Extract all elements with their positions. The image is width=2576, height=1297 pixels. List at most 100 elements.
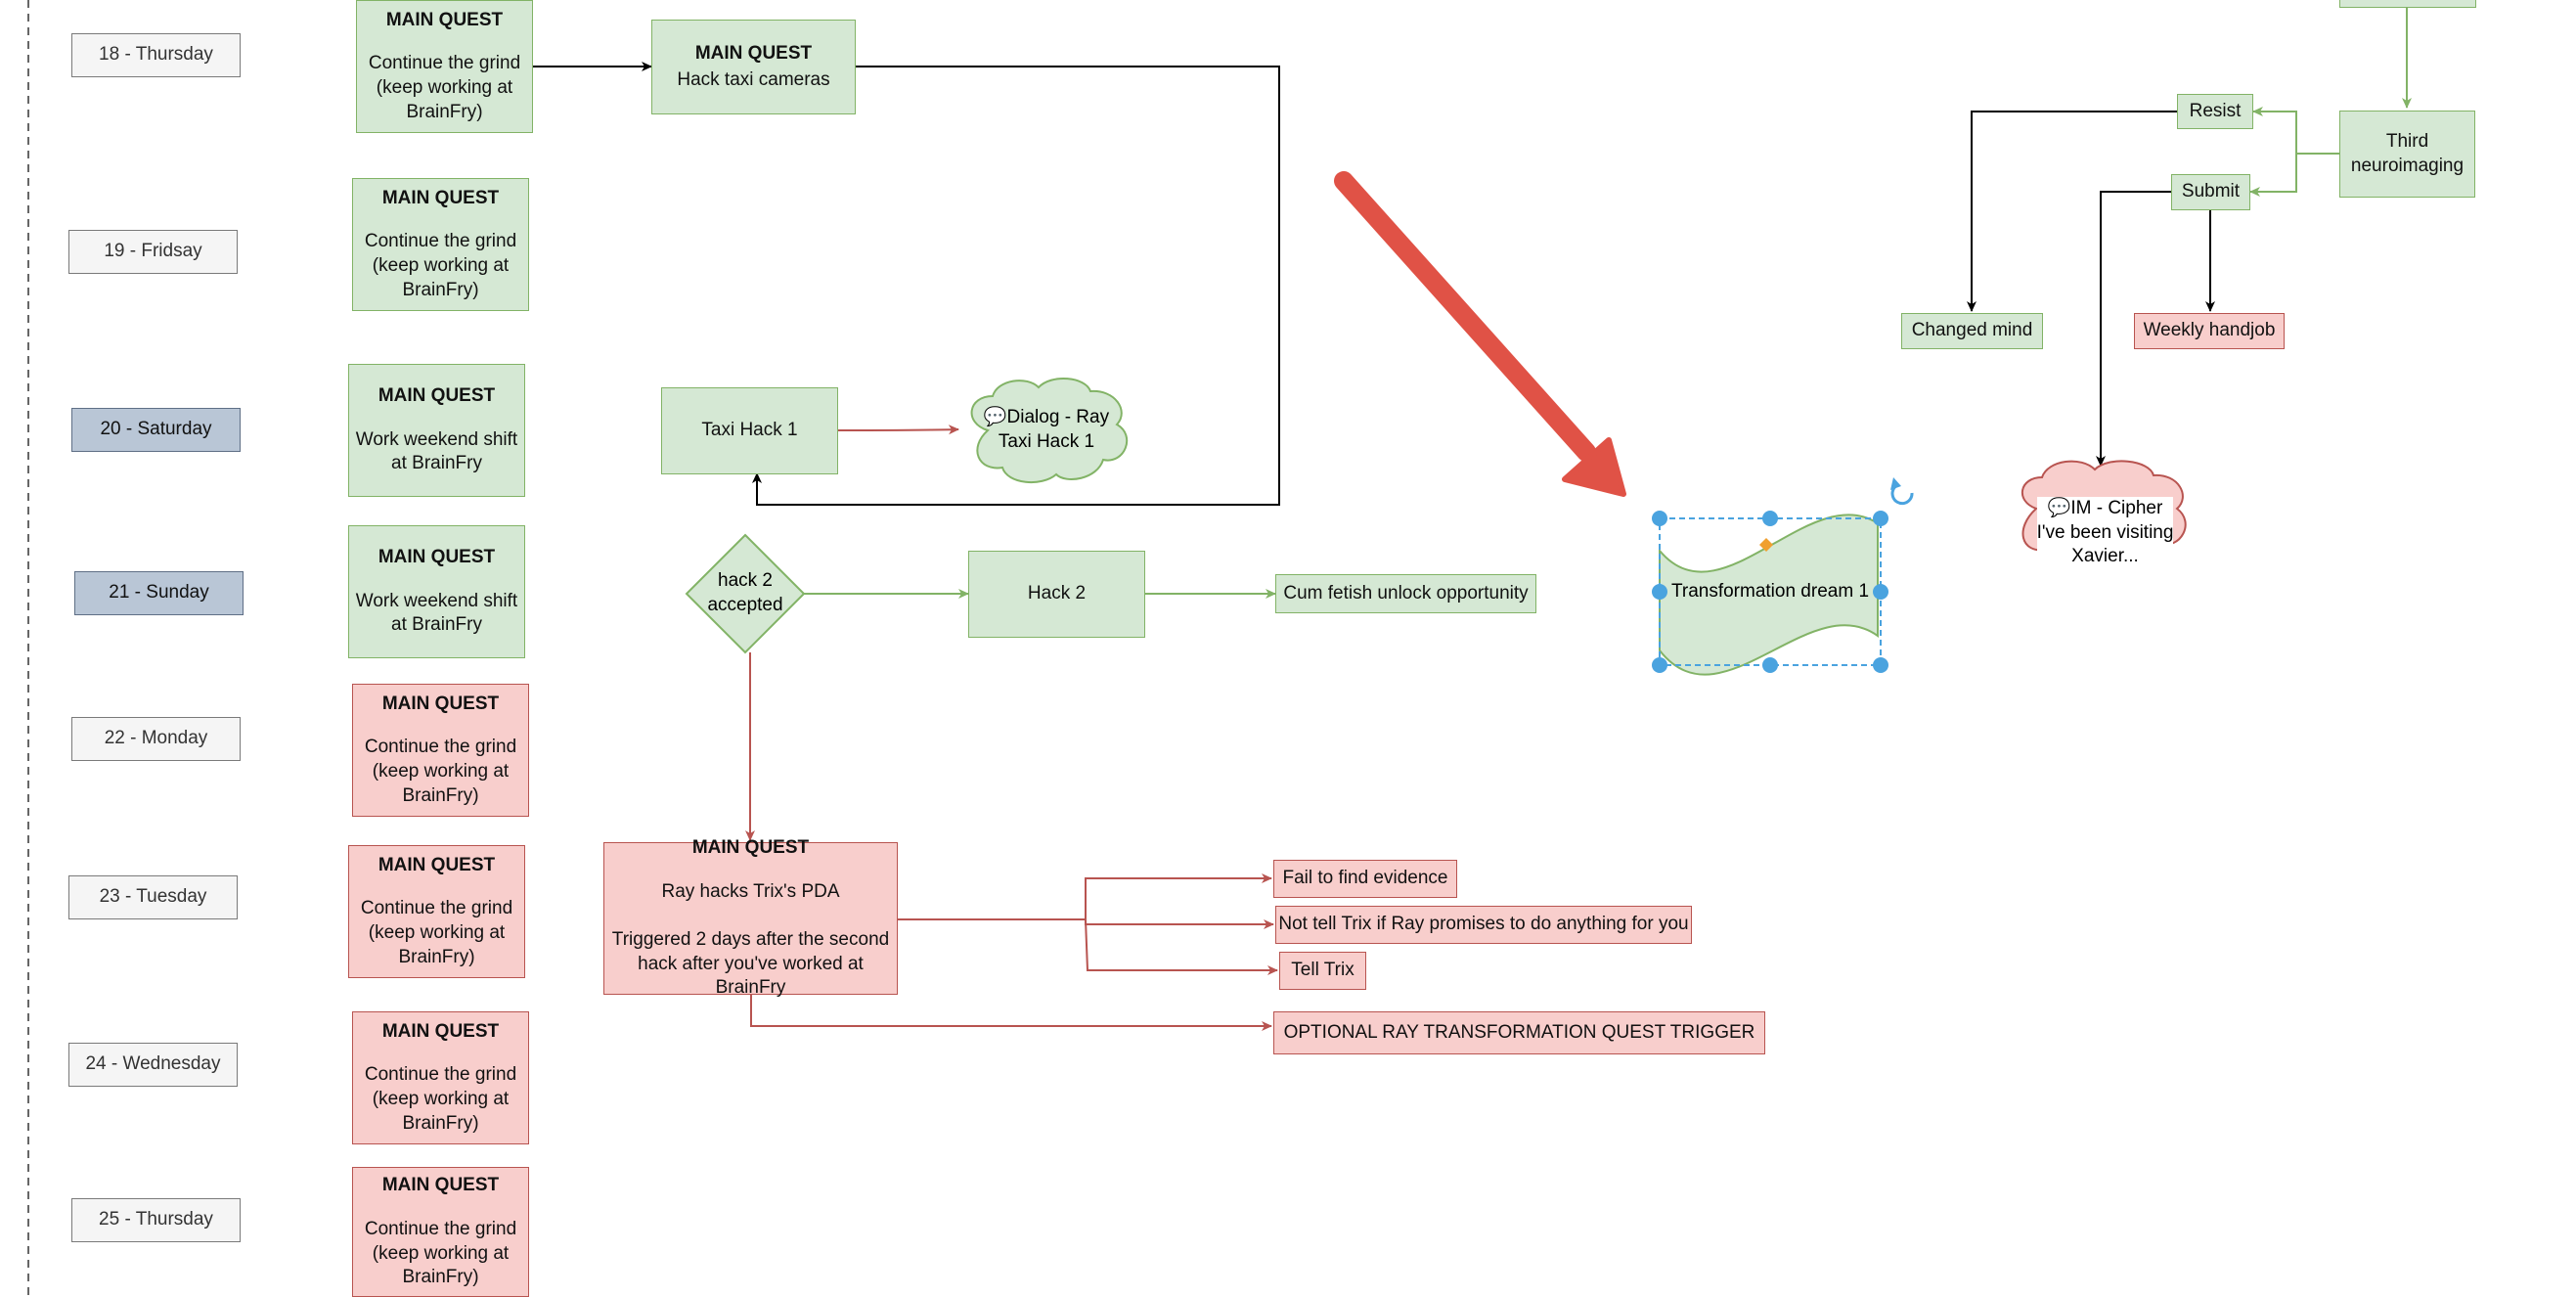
day-label-text: 21 - Sunday — [109, 582, 209, 604]
hack2-accepted-diamond[interactable] — [685, 533, 806, 654]
day-label-text: 20 - Saturday — [100, 419, 212, 440]
day-label-text: 23 - Tuesday — [99, 886, 207, 908]
day-label-25-thursday[interactable]: 25 - Thursday — [71, 1198, 241, 1242]
quest-title: MAIN QUEST — [694, 42, 813, 64]
selection-handle[interactable] — [1873, 511, 1888, 526]
selection-handle[interactable] — [1762, 657, 1778, 673]
day-label-20-saturday[interactable]: 20 - Saturday — [71, 408, 241, 452]
node-label: OPTIONAL RAY TRANSFORMATION QUEST TRIGGE… — [1283, 1021, 1755, 1043]
node-label: Third neuroimaging — [2350, 130, 2465, 176]
quest-body: Continue the grind (keep working at Brai… — [360, 898, 513, 967]
dialog-ray-cloud[interactable] — [970, 377, 1129, 484]
day-label-22-monday[interactable]: 22 - Monday — [71, 717, 241, 761]
dialog-ray-label: 💬Dialog - Ray Taxi Hack 1 — [968, 401, 1125, 460]
node-label: Cum fetish unlock opportunity — [1283, 582, 1529, 604]
node-label: 💬IM - Cipher I've been visiting Xavier..… — [2036, 496, 2174, 570]
edge-pda-to-optional-ray[interactable] — [750, 995, 1272, 1031]
edge-pda-to-not-tell-trix[interactable] — [1085, 919, 1274, 929]
main-quest-22[interactable]: MAIN QUEST Continue the grind (keep worki… — [352, 684, 529, 817]
quest-body: Continue the grind (keep working at Brai… — [364, 1064, 517, 1134]
day-label-24-wednesday[interactable]: 24 - Wednesday — [68, 1043, 238, 1087]
hack-2-node[interactable]: Hack 2 — [968, 551, 1145, 638]
quest-title: MAIN QUEST — [385, 9, 504, 30]
main-quest-25[interactable]: MAIN QUEST Continue the grind (keep worki… — [352, 1167, 529, 1297]
third-neuroimaging-node[interactable]: Third neuroimaging — [2339, 111, 2475, 198]
edge-third-neuro-to-submit[interactable] — [2249, 154, 2297, 197]
quest-body: Hack taxi cameras — [677, 68, 830, 90]
day-label-23-tuesday[interactable]: 23 - Tuesday — [68, 875, 238, 919]
selection-handle[interactable] — [1652, 584, 1667, 600]
quest-body: Continue the grind (keep working at Brai… — [364, 231, 517, 300]
cum-fetish-unlock-node[interactable]: Cum fetish unlock opportunity — [1275, 574, 1536, 613]
edge-hack-taxi-loop[interactable] — [752, 66, 1280, 506]
shape-adjust-handle[interactable] — [1759, 538, 1773, 552]
quest-body: Work weekend shift at BrainFry — [355, 590, 518, 636]
node-label: Changed mind — [1911, 320, 2033, 341]
main-quest-23[interactable]: MAIN QUEST Continue the grind (keep worki… — [348, 845, 525, 978]
resist-node[interactable]: Resist — [2177, 94, 2253, 129]
quest-body: Continue the grind (keep working at Brai… — [364, 1218, 517, 1288]
quest-body: Ray hacks Trix's PDA Triggered 2 days af… — [611, 880, 890, 999]
main-quest-18[interactable]: MAIN QUEST Continue the grind (keep worki… — [356, 0, 533, 133]
weekly-handjob-node[interactable]: Weekly handjob — [2134, 313, 2285, 349]
main-quest-21[interactable]: MAIN QUEST Work weekend shift at BrainFry — [348, 525, 525, 658]
quest-title: MAIN QUEST — [378, 854, 496, 875]
taxi-hack-1-node[interactable]: Taxi Hack 1 — [661, 387, 838, 474]
day-label-text: 25 - Thursday — [99, 1209, 213, 1230]
edge-pda-to-fail-evidence[interactable] — [898, 873, 1272, 920]
node-label: 💬Dialog - Ray Taxi Hack 1 — [983, 407, 1110, 452]
edge-pda-to-tell-trix[interactable] — [1085, 918, 1278, 975]
quest-title: MAIN QUEST — [381, 693, 500, 714]
node-label: Transformation dream 1 — [1670, 580, 1870, 602]
not-tell-trix-node[interactable]: Not tell Trix if Ray promises to do anyt… — [1275, 906, 1692, 944]
transformation-dream-shape[interactable] — [1659, 514, 1879, 676]
quest-body: Work weekend shift at BrainFry — [355, 428, 518, 474]
day-label-text: 19 - Fridsay — [104, 241, 202, 262]
quest-body: Continue the grind (keep working at Brai… — [364, 737, 517, 806]
quest-title: MAIN QUEST — [381, 187, 500, 208]
fail-to-find-evidence-node[interactable]: Fail to find evidence — [1273, 860, 1457, 898]
quest-body: Continue the grind (keep working at Brai… — [368, 53, 521, 122]
node-label: Taxi Hack 1 — [701, 420, 798, 441]
quest-title: MAIN QUEST — [381, 1175, 500, 1196]
node-label: hack 2 accepted — [707, 570, 783, 615]
edge-third-neuro-to-resist[interactable] — [2252, 107, 2339, 155]
selection-handle[interactable] — [1762, 511, 1778, 526]
node-label: Submit — [2181, 181, 2241, 202]
day-label-19-friday[interactable]: 19 - Fridsay — [68, 230, 238, 274]
submit-node[interactable]: Submit — [2171, 174, 2250, 210]
node-label: Not tell Trix if Ray promises to do anyt… — [1278, 914, 1689, 935]
day-label-text: 24 - Wednesday — [85, 1053, 221, 1075]
hack2-accepted-label: hack 2 accepted — [687, 564, 804, 623]
node-label: Hack 2 — [1027, 583, 1087, 604]
top-right-node-partial[interactable] — [2339, 0, 2476, 8]
node-label: Fail to find evidence — [1282, 868, 1448, 889]
im-cipher-label: 💬IM - Cipher I've been visiting Xavier..… — [2020, 496, 2191, 570]
quest-title: MAIN QUEST — [378, 546, 496, 567]
changed-mind-node[interactable]: Changed mind — [1901, 313, 2043, 349]
optional-ray-transformation-node[interactable]: OPTIONAL RAY TRANSFORMATION QUEST TRIGGE… — [1273, 1011, 1765, 1054]
rotate-icon[interactable] — [1890, 477, 1914, 506]
selection-handle[interactable] — [1873, 657, 1888, 673]
day-label-text: 22 - Monday — [104, 728, 208, 749]
annotation-arrow — [1334, 171, 1626, 497]
hack-taxi-cameras-quest[interactable]: MAIN QUEST Hack taxi cameras — [651, 20, 856, 114]
main-quest-19[interactable]: MAIN QUEST Continue the grind (keep worki… — [352, 178, 529, 311]
day-label-18-thursday[interactable]: 18 - Thursday — [71, 33, 241, 77]
edge-resist-to-changed-mind[interactable] — [1967, 111, 2177, 312]
edge-submit-to-im-cipher[interactable] — [2096, 191, 2171, 467]
node-label: Resist — [2189, 100, 2242, 121]
tell-trix-node[interactable]: Tell Trix — [1279, 952, 1366, 990]
selection-handle[interactable] — [1652, 657, 1667, 673]
transformation-dream-label: Transformation dream 1 — [1660, 572, 1881, 611]
node-label: Weekly handjob — [2143, 320, 2276, 341]
selection-handle[interactable] — [1652, 511, 1667, 526]
main-quest-24[interactable]: MAIN QUEST Continue the grind (keep worki… — [352, 1011, 529, 1144]
selection-handle[interactable] — [1873, 584, 1888, 600]
node-label: Tell Trix — [1291, 960, 1355, 981]
quest-title: MAIN QUEST — [381, 1020, 500, 1042]
edge-taxi-hack-to-dialog[interactable] — [837, 425, 959, 435]
day-label-21-sunday[interactable]: 21 - Sunday — [74, 571, 244, 615]
